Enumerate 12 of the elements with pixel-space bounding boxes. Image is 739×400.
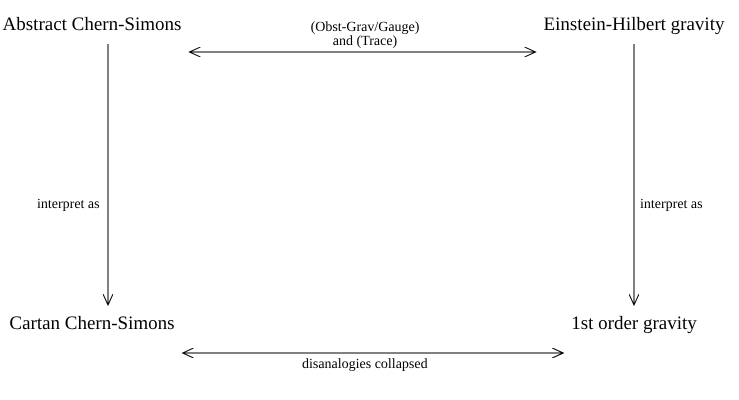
double-arrow: [188, 46, 536, 58]
node-label: 1st order gravity: [571, 313, 697, 335]
node-label: Einstein-Hilbert gravity: [544, 14, 724, 36]
edge-label: interpret as: [640, 198, 703, 212]
arrow: [628, 44, 640, 306]
arrow: [102, 44, 114, 306]
node-label: Abstract Chern-Simons: [2, 14, 182, 36]
edge-label: (Obst-Grav/Gauge) and (Trace): [310, 21, 420, 49]
double-arrow: [182, 348, 564, 358]
node-label: Cartan Chern-Simons: [9, 313, 175, 335]
edge-label: interpret as: [37, 198, 100, 212]
edge-label: disanalogies collapsed: [302, 358, 428, 372]
